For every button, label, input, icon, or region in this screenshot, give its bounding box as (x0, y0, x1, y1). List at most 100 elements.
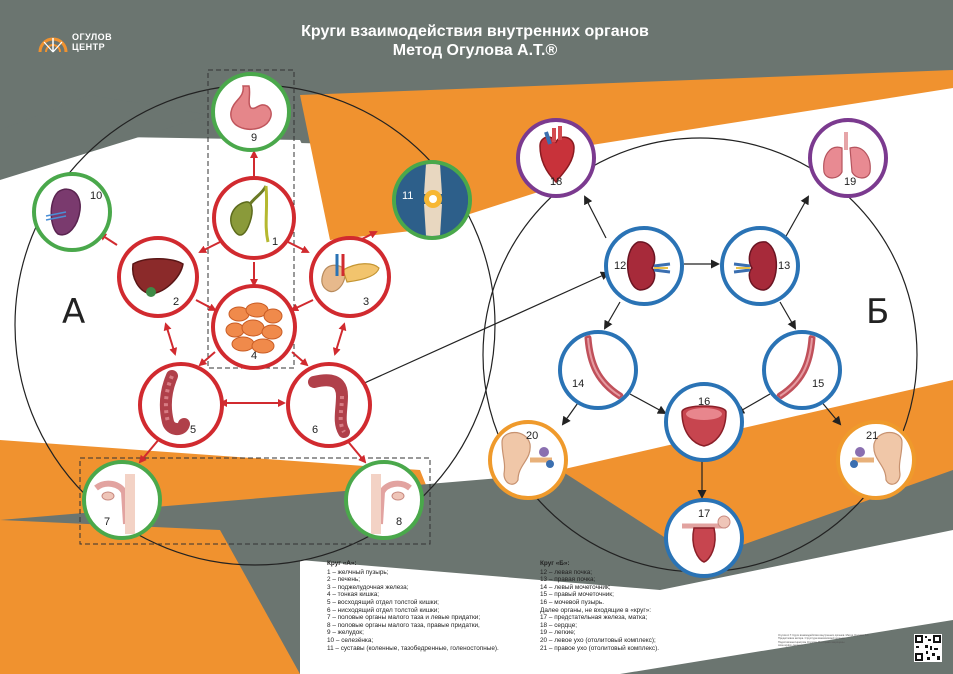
circle-b-label: Б (866, 292, 890, 332)
credits-line: www.ogulov-center.ru (778, 644, 803, 648)
legend-item: 13 – правая почка; (540, 576, 596, 584)
prostate-uterus-icon (682, 515, 731, 563)
credits-line: Подготовлено Центром Огулова. Все права … (778, 640, 846, 644)
node-right-ear[interactable]: 21 (836, 420, 916, 500)
node-pelvic-left[interactable]: 7 (82, 460, 162, 540)
node-number: 19 (844, 176, 857, 188)
node-gallbladder[interactable]: 1 (212, 176, 296, 260)
pelvic-organs-left-icon (94, 474, 135, 534)
node-left-ureter[interactable]: 14 (558, 330, 638, 410)
node-bladder[interactable]: 16 (664, 382, 744, 462)
node-number: 6 (312, 424, 319, 436)
logo-sun-icon (38, 37, 68, 53)
heart-icon (539, 126, 575, 184)
circle-a-label: А (62, 292, 86, 332)
legend-item: 18 – сердце; (540, 621, 578, 629)
pelvic-organs-right-icon (371, 474, 412, 534)
page-title: Круги взаимодействия внутренних органов … (250, 22, 700, 60)
node-number: 2 (173, 296, 180, 308)
node-left-ear[interactable]: 20 (488, 420, 568, 500)
left-kidney-icon (626, 241, 671, 291)
credits-line: Предисловие автора. Структура взаимосвяз… (778, 637, 846, 641)
node-number: 1 (272, 236, 279, 248)
credits: Огулов А.Т. Круги взаимодействия внутрен… (778, 634, 908, 648)
legend-item: 16 – мочевой пузырь. (540, 598, 604, 606)
legend-item: 19 – легкие; (540, 629, 576, 637)
legend-circle-b: Круг «Б»: 12 – левая почка; 13 – правая … (540, 560, 659, 652)
logo-line-1: ОГУЛОВ (72, 32, 113, 42)
legend-item: 15 – правый мочеточник; (540, 591, 614, 599)
node-number: 8 (396, 516, 403, 528)
bladder-icon (681, 405, 727, 447)
left-ear-icon (501, 431, 554, 485)
legend-item: 7 – половые органы малого таза и левые п… (327, 614, 481, 622)
spleen-icon (45, 188, 81, 236)
stomach-icon (230, 85, 272, 130)
node-descending-colon[interactable]: 6 (286, 362, 372, 448)
logo: ОГУЛОВ ЦЕНТР (38, 30, 128, 60)
legend-item: 4 – тонкая кишка; (327, 591, 380, 599)
knee-joint-icon (396, 164, 468, 236)
ascending-colon-icon (159, 370, 190, 435)
legend-item: 5 – восходящий отдел толстой кишки; (327, 598, 439, 606)
liver-icon (131, 258, 184, 297)
pancreas-icon (321, 254, 380, 293)
node-small-intestine[interactable]: 4 (211, 284, 297, 370)
right-ureter-icon (776, 334, 816, 400)
node-lungs[interactable]: 19 (808, 118, 888, 198)
node-number: 14 (572, 378, 585, 390)
node-number: 5 (190, 424, 197, 436)
legend-circle-a: Круг «А»: 1 – желчный пузырь; 2 – печень… (327, 560, 499, 652)
title-line-1: Круги взаимодействия внутренних органов (301, 23, 649, 40)
qr-code-icon (914, 634, 942, 662)
descending-colon-icon (308, 374, 350, 438)
legend-item: 8 – половые органы малого таза, правые п… (327, 621, 480, 629)
legend-heading: Круг «А»: (327, 560, 357, 567)
small-intestine-icon (225, 302, 283, 354)
node-stomach[interactable]: 9 (211, 72, 291, 152)
node-right-kidney[interactable]: 13 (720, 226, 800, 306)
node-number: 20 (526, 430, 539, 442)
legend-item: 9 – желудок; (327, 629, 364, 637)
node-number: 17 (698, 508, 711, 520)
gallbladder-icon (230, 185, 270, 243)
node-number: 16 (698, 396, 711, 408)
legend-item: 2 – печень; (327, 576, 360, 584)
node-ascending-colon[interactable]: 5 (138, 362, 224, 448)
credits-line: Огулов А.Т. Круги взаимодействия внутрен… (778, 634, 870, 637)
node-pelvic-right[interactable]: 8 (344, 460, 424, 540)
node-number: 9 (251, 132, 258, 144)
legend-item: 11 – суставы (коленные, тазобедренные, г… (327, 644, 499, 652)
right-ear-icon (850, 431, 903, 485)
node-right-ureter[interactable]: 15 (762, 330, 842, 410)
legend-item: 12 – левая почка; (540, 568, 593, 576)
legend-item: 10 – селезёнка; (327, 636, 374, 644)
legend-item: 1 – желчный пузырь; (327, 568, 389, 576)
node-joint[interactable]: 11 (392, 160, 472, 240)
legend-item: 17 – предстательная железа, матка; (540, 614, 648, 622)
node-number: 3 (363, 296, 370, 308)
node-number: 4 (251, 350, 258, 362)
qr-code[interactable] (914, 634, 942, 662)
node-prostate-uterus[interactable]: 17 (664, 498, 744, 578)
title-line-2: Метод Огулова А.Т.® (392, 42, 558, 59)
legend-item: 3 – поджелудочная железа; (327, 583, 409, 591)
node-number: 15 (812, 378, 825, 390)
legend-item: 14 – левый мочеточник; (540, 583, 611, 591)
left-ureter-icon (584, 334, 624, 400)
node-number: 11 (402, 190, 414, 202)
node-heart[interactable]: 18 (516, 118, 596, 198)
node-liver[interactable]: 2 (117, 236, 199, 318)
node-left-kidney[interactable]: 12 (604, 226, 684, 306)
legend-heading: Круг «Б»: (540, 560, 570, 567)
legend-item: 6 – нисходящий отдел толстой кишки; (327, 606, 440, 614)
node-number: 10 (90, 190, 103, 202)
node-number: 7 (104, 516, 111, 528)
legend-item: 20 – левое ухо (отолитовый комплекс); (540, 636, 656, 644)
node-number: 12 (614, 260, 627, 272)
node-spleen[interactable]: 10 (32, 172, 112, 252)
node-number: 21 (866, 430, 879, 442)
right-kidney-icon (733, 241, 778, 291)
node-pancreas[interactable]: 3 (309, 236, 391, 318)
